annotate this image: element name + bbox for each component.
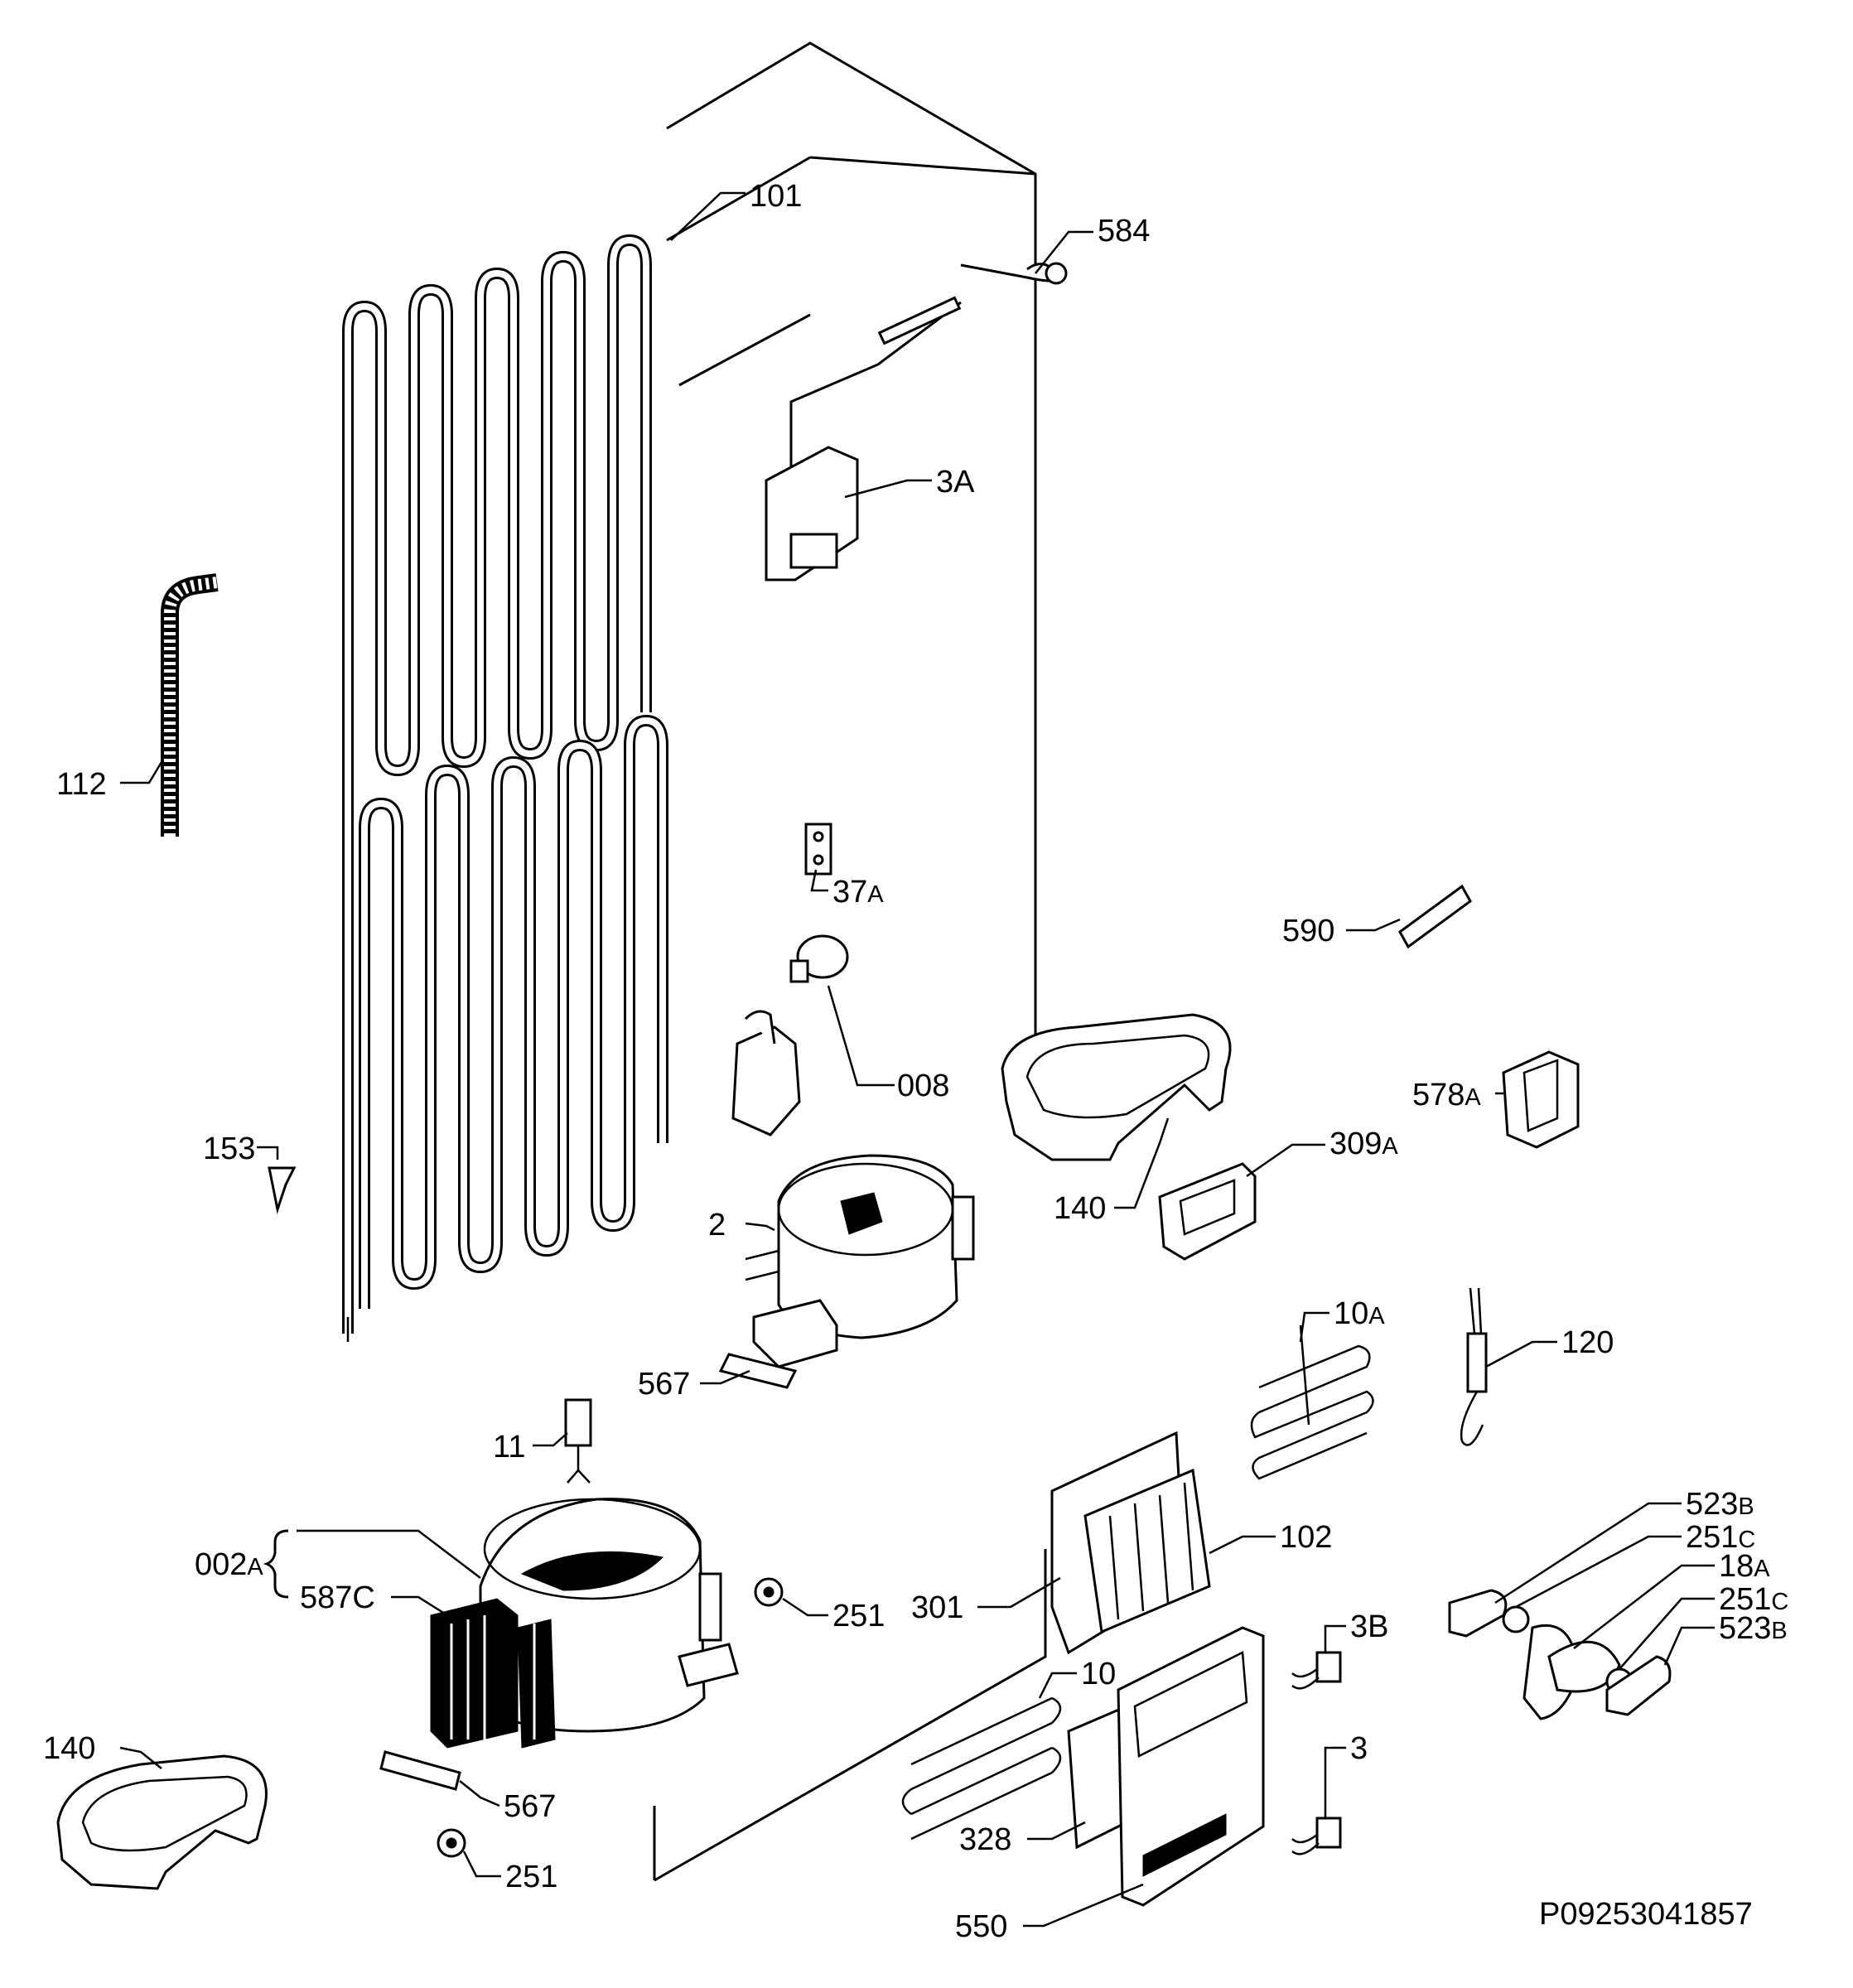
compressor-lower	[479, 1498, 739, 1733]
callout-550: 550	[955, 1909, 1008, 1944]
mounting-plate	[718, 1353, 798, 1389]
callout-140-lower: 140	[43, 1731, 96, 1766]
callout-10: 10	[1081, 1657, 1117, 1691]
fan-motor-assembly	[1448, 1589, 1672, 1720]
callout-590: 590	[1282, 914, 1335, 948]
callout-37A: 37A	[832, 875, 884, 910]
callout-523B-upper: 523B	[1686, 1487, 1754, 1522]
evaporator	[1050, 1431, 1211, 1655]
leader-lines	[119, 191, 1715, 1928]
callout-18A: 18A	[1719, 1549, 1770, 1584]
callout-101: 101	[750, 179, 803, 214]
callout-112: 112	[56, 767, 107, 802]
temperature-sensor	[1460, 1287, 1488, 1446]
callout-301: 301	[911, 1590, 964, 1625]
sensor-clip	[960, 262, 1068, 285]
electronic-module	[1158, 1162, 1257, 1261]
callout-102: 102	[1280, 1520, 1333, 1555]
callout-008: 008	[897, 1069, 950, 1103]
drain-tube	[161, 573, 219, 837]
callout-567-upper: 567	[638, 1367, 691, 1402]
drain-heater	[901, 1696, 1062, 1841]
callout-3: 3	[1350, 1731, 1368, 1766]
callout-584: 584	[1098, 214, 1151, 248]
condenser-coil	[342, 234, 668, 1342]
cabinet-outline	[653, 41, 1047, 1882]
callout-587C: 587C	[300, 1580, 375, 1615]
drawing-code: P09253041857	[1539, 1897, 1753, 1932]
valve	[268, 1166, 297, 1214]
callout-3B: 3B	[1350, 1609, 1389, 1644]
callout-3A: 3A	[936, 465, 975, 499]
heat-sink	[430, 1598, 556, 1749]
compressor-upper	[745, 1154, 975, 1368]
callout-153: 153	[203, 1132, 256, 1166]
callout-002A: 002A	[195, 1547, 263, 1582]
callout-120: 120	[1561, 1325, 1614, 1360]
mounting-plate-lower	[379, 1750, 461, 1791]
callout-140-upper: 140	[1054, 1191, 1107, 1226]
lamp-holder	[1291, 1651, 1342, 1855]
callout-2: 2	[708, 1208, 726, 1242]
callout-11: 11	[493, 1430, 526, 1464]
callout-251-lower: 251	[505, 1860, 558, 1894]
callout-251-upper: 251	[832, 1599, 885, 1633]
callout-10A: 10A	[1334, 1296, 1385, 1331]
callout-328: 328	[959, 1822, 1012, 1857]
defrost-heater	[1250, 1325, 1374, 1480]
rating-label	[1398, 884, 1472, 949]
callout-309A: 309A	[1329, 1127, 1398, 1161]
thermostat	[765, 296, 962, 581]
callout-251C-upper: 251C	[1686, 1520, 1756, 1555]
drip-tray-lower	[56, 1754, 268, 1890]
rubber-grommet	[437, 1577, 784, 1858]
callout-523B-lower: 523B	[1719, 1611, 1788, 1646]
air-duct-panel	[1117, 1626, 1265, 1907]
drip-tray	[1001, 1013, 1232, 1161]
callout-567-lower: 567	[504, 1789, 557, 1824]
cover-cap	[1502, 1050, 1580, 1149]
filter-drier	[564, 1398, 592, 1484]
callout-251C-lower: 251C	[1719, 1582, 1789, 1617]
start-relay	[731, 934, 849, 1136]
callout-578A: 578A	[1412, 1078, 1481, 1112]
bracket	[804, 823, 832, 876]
